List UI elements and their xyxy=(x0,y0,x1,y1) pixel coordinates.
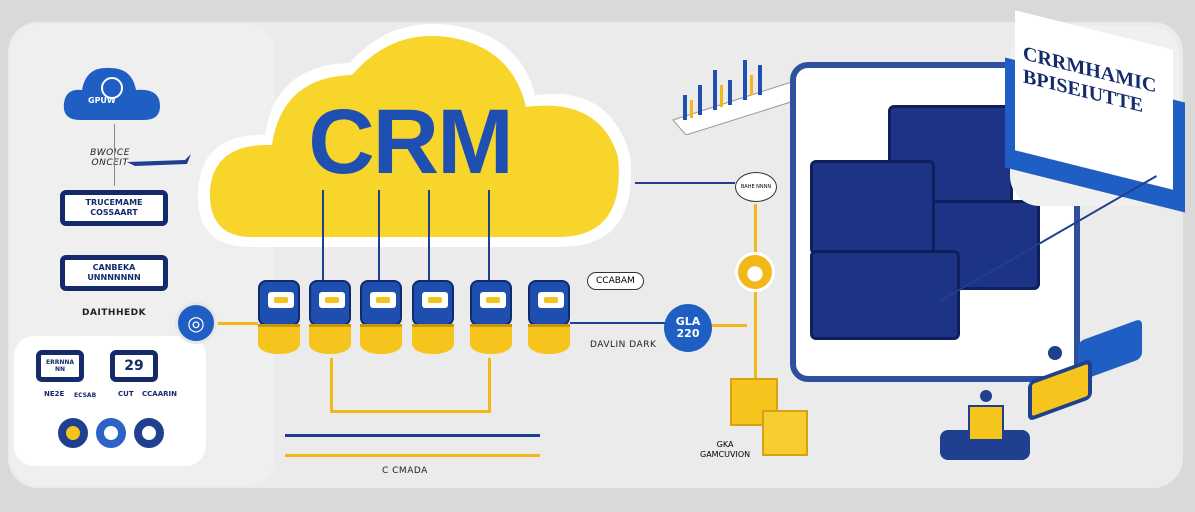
connector xyxy=(114,124,115,186)
stat-label: CUT xyxy=(118,390,134,398)
donut-chart xyxy=(96,418,126,448)
database-cylinder xyxy=(470,280,512,358)
cubes-caption-line: GKA xyxy=(716,440,734,449)
connector xyxy=(712,324,747,327)
airplane-icon xyxy=(127,154,191,166)
mini-panel-value: 29 xyxy=(110,350,158,382)
small-cloud-icon xyxy=(63,67,160,120)
stat-label: CCAARIN xyxy=(142,390,177,398)
stat-label: NE2E xyxy=(44,390,65,398)
stat-label: ECSAB xyxy=(74,392,97,399)
joystick-knob xyxy=(1048,346,1062,360)
info-box-1: TRUCEMAME COSSAART xyxy=(60,190,168,226)
bottom-caption: C CMADA xyxy=(382,466,428,476)
connector xyxy=(330,410,490,413)
connector xyxy=(322,190,324,280)
crm-cloud-icon xyxy=(197,23,632,247)
yellow-cube xyxy=(762,410,808,456)
note-label: BWOICE ONCEIT xyxy=(90,148,130,168)
connector xyxy=(378,190,380,280)
server-unit xyxy=(915,200,1040,290)
connector xyxy=(754,292,757,387)
connector xyxy=(488,358,491,413)
bar-chart-icon xyxy=(672,60,814,135)
speech-bubble: BAHE NNNN xyxy=(735,172,777,202)
block-knob xyxy=(980,390,992,402)
yellow-block xyxy=(968,405,1004,441)
connector xyxy=(570,322,665,324)
info-box-2: CANBEKA UNNNNNNN xyxy=(60,255,168,291)
cylinder-caption: DAVLIN DARK xyxy=(590,340,657,350)
database-cylinder xyxy=(412,280,454,358)
status-circle-value: 220 xyxy=(676,327,700,340)
connector xyxy=(218,322,258,325)
database-cylinder xyxy=(528,280,570,358)
wifi-icon: ◎ xyxy=(175,302,217,344)
status-circle-label: GLA xyxy=(675,314,701,328)
left-caption: DAITHHEDK xyxy=(82,308,147,318)
database-cylinder xyxy=(360,280,402,358)
donut-chart xyxy=(134,418,164,448)
cubes-caption: GKA GAMCUVION xyxy=(700,440,750,461)
server-unit xyxy=(810,160,935,255)
crm-title: CRM xyxy=(308,91,514,193)
progress-line xyxy=(285,434,540,437)
connector xyxy=(635,182,735,184)
database-cylinder xyxy=(309,280,351,358)
stats-card: ERRNNA NN 29 NE2E ECSAB CUT CCAARIN xyxy=(14,336,206,466)
connector xyxy=(330,358,333,413)
mini-panel-1: ERRNNA NN xyxy=(36,350,84,382)
connector xyxy=(488,190,490,280)
connector xyxy=(428,190,430,280)
server-unit xyxy=(810,250,960,340)
connector xyxy=(754,204,757,254)
status-circle: GLA 220 xyxy=(664,304,712,352)
bubble-label: CCABAM xyxy=(587,272,644,290)
user-icon: ● xyxy=(735,252,775,292)
progress-line xyxy=(285,454,540,457)
donut-chart xyxy=(58,418,88,448)
cubes-caption-line: GAMCUVION xyxy=(700,450,751,460)
database-cylinder xyxy=(258,280,300,358)
small-cloud-label: GPUW xyxy=(88,96,116,105)
